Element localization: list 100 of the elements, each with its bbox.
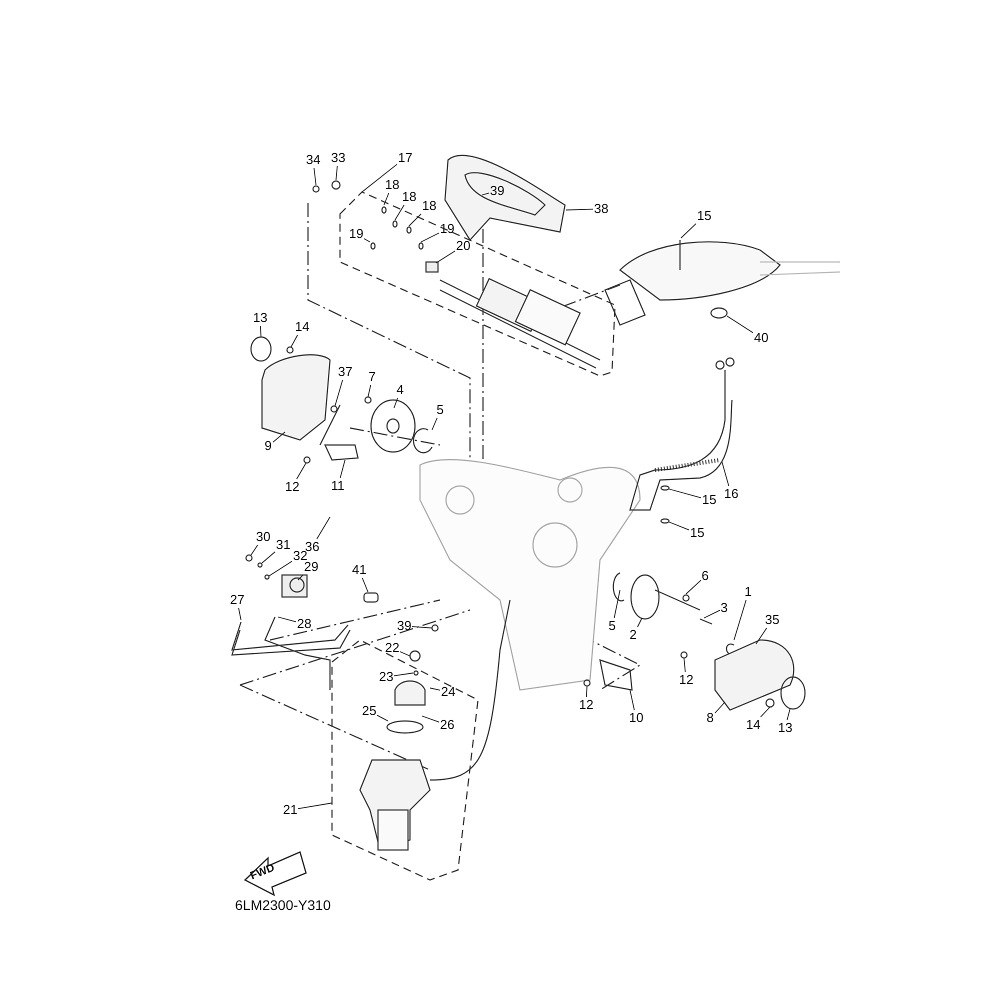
callout-number: 29 [304, 560, 318, 574]
callout-number: 12 [579, 698, 594, 712]
callout-number: 18 [385, 178, 400, 192]
leader-line [290, 334, 298, 348]
leader-line [436, 250, 456, 264]
leader-line [432, 418, 438, 430]
leader-line [238, 608, 242, 620]
callout-number: 15 [702, 493, 716, 507]
callout-number: 13 [778, 721, 792, 735]
callout-number: 5 [608, 619, 616, 633]
leader-line [268, 560, 292, 576]
leader-line [566, 208, 594, 210]
leader-line [408, 214, 422, 226]
leader-line [726, 316, 754, 334]
callout-number: 5 [436, 403, 444, 417]
callout-number: 27 [230, 593, 244, 607]
leader-line [422, 716, 440, 723]
callout-number: 25 [362, 704, 376, 718]
leader-line [756, 628, 768, 644]
callout-number: 12 [679, 673, 694, 687]
callout-number: 11 [331, 479, 344, 493]
leader-line [630, 690, 635, 710]
direction-label: FWD [248, 862, 276, 882]
leader-line [734, 600, 747, 640]
leader-line [272, 432, 286, 443]
leader-line [686, 580, 702, 594]
callout-number: 39 [490, 184, 504, 198]
callout-number: 16 [724, 487, 738, 501]
leader-line [364, 238, 370, 242]
leader-line [316, 516, 330, 540]
leader-line [314, 168, 316, 186]
callout-number: 18 [402, 190, 416, 204]
leader-line [394, 204, 405, 220]
callout-number: 23 [379, 670, 394, 684]
leader-line [384, 192, 390, 206]
leader-line [400, 651, 410, 656]
callout-number: 4 [396, 383, 404, 397]
callout-number: 24 [441, 685, 456, 699]
callout-number: 15 [697, 209, 712, 223]
callout-number: 20 [456, 239, 470, 253]
callout-number: 21 [283, 803, 298, 817]
leader-line [376, 714, 388, 722]
leader-line [614, 590, 620, 618]
leader-line [334, 380, 344, 406]
leader-line [336, 166, 338, 180]
leader-line [760, 706, 770, 718]
callout-number: 28 [297, 617, 312, 631]
callout-number: 38 [594, 202, 608, 216]
callout-number: 7 [368, 370, 376, 384]
callout-number: 2 [630, 628, 637, 642]
leader-line [296, 462, 306, 480]
leader-line [668, 488, 702, 498]
leader-line [786, 708, 790, 720]
callout-number: 19 [349, 227, 364, 241]
callout-number: 15 [690, 526, 704, 540]
callout-number: 6 [702, 569, 709, 583]
leader-line [714, 702, 726, 714]
callout-number: 32 [293, 549, 308, 563]
callout-number: 26 [440, 718, 454, 732]
leader-line [362, 578, 368, 592]
leader-line [368, 384, 372, 398]
callout-number: 12 [285, 480, 300, 494]
callout-number: 1 [744, 585, 752, 599]
callout-number: 19 [440, 222, 454, 236]
callout-number: 30 [256, 530, 270, 544]
callout-number: 8 [706, 711, 714, 725]
callout-number: 3 [720, 601, 728, 615]
leader-line [394, 398, 398, 408]
callout-number: 18 [422, 199, 436, 213]
leader-line [298, 802, 332, 810]
leader-line [722, 462, 730, 486]
callout-number: 33 [331, 151, 346, 165]
callout-number: 35 [765, 613, 780, 627]
callout-number: 10 [629, 711, 644, 725]
leader-line [586, 686, 588, 698]
leader-line [430, 688, 440, 691]
callout-number: 17 [398, 151, 412, 165]
leader-line [482, 192, 490, 196]
leader-line [262, 551, 276, 564]
leader-line [340, 460, 346, 478]
callout-number: 31 [276, 538, 290, 552]
leader-line [668, 522, 690, 530]
leader-line [704, 610, 720, 618]
callout-number: 22 [385, 641, 400, 655]
leader-line [298, 574, 304, 580]
leader-line [278, 616, 296, 622]
callout-number: 14 [295, 320, 310, 334]
callout-number: 34 [306, 153, 320, 167]
callout-number: 14 [746, 718, 760, 732]
leader-line [412, 626, 432, 628]
drawing-code: 6LM2300-Y310 [235, 897, 331, 913]
callout-number: 40 [754, 331, 768, 345]
leader-line [680, 223, 696, 238]
leader-line [394, 672, 414, 676]
leader-line [420, 232, 440, 242]
callout-number: 37 [338, 365, 352, 379]
callout-number: 9 [264, 439, 272, 453]
leader-line [260, 326, 262, 338]
callout-number: 41 [352, 563, 366, 577]
callout-number: 39 [397, 619, 412, 633]
